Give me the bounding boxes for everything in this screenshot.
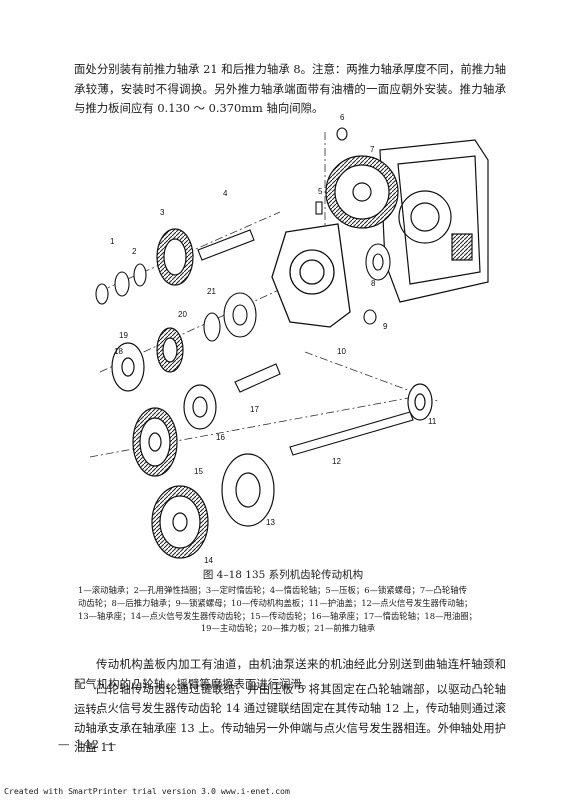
- part-label: 7: [370, 145, 375, 154]
- idler-shaft: [234, 363, 281, 393]
- paragraph-ignition-drive: 点火信号发生器传动齿轮 14 通过键联结固定在其传动轴 12 上，传动轴则通过滚…: [74, 701, 506, 754]
- part-label: 21: [207, 287, 216, 296]
- thrust-plate: [203, 312, 221, 342]
- paragraph-oil-passage: 传动机构盖板内加工有油道，由机油泵送来的机油经此分别送到曲轴连杆轴颈和配气机构的…: [74, 657, 506, 691]
- idler-gear-shaft: [197, 229, 255, 261]
- drive-gear: [156, 327, 184, 373]
- oil-slinger: [111, 342, 145, 392]
- oil-guard-cover: [407, 383, 433, 421]
- part-label: 15: [194, 467, 203, 476]
- bearing-seat-16: [183, 384, 217, 430]
- transmission-gear: [132, 407, 178, 477]
- part-label: 11: [428, 417, 437, 426]
- footer-watermark: Created with SmartPrinter trial version …: [4, 786, 290, 796]
- part-label: 4: [223, 189, 228, 198]
- ignition-signal-shaft: [289, 411, 414, 456]
- transmission-cover-plate: [271, 223, 351, 328]
- part-labels: 1 2 3 4 5 6 7 8 9 10 11 12 13 14 15 16 1…: [110, 113, 437, 565]
- part-label: 8: [371, 279, 376, 288]
- part-label: 1: [110, 237, 115, 246]
- part-label: 14: [204, 556, 213, 564]
- part-label: 2: [132, 247, 137, 256]
- part-label: 9: [383, 322, 388, 331]
- pressure-plate: [315, 201, 323, 215]
- legend-line: 13—轴承座；14—点火信号发生器传动齿轮；15—传动齿轮；16—轴承座；17—…: [78, 610, 477, 621]
- part-label: 16: [216, 433, 225, 442]
- gear-transmission-figure: 1 2 3 4 5 6 7 8 9 10 11 12 13 14 15 16 1…: [80, 112, 500, 565]
- exploded-view-drawing: 1 2 3 4 5 6 7 8 9 10 11 12 13 14 15 16 1…: [89, 113, 489, 565]
- bearing-seat: [221, 453, 275, 527]
- lock-nut-9: [363, 309, 377, 325]
- part-label: 12: [332, 457, 341, 466]
- timing-idler-gear: [156, 228, 194, 286]
- paragraph-intro: 面处分别装有前推力轴承 21 和后推力轴承 8。注意：两推力轴承厚度不同，前推力…: [74, 62, 506, 115]
- lock-nut-6: [336, 127, 348, 141]
- part-label: 19: [119, 331, 128, 340]
- figure-legend: 1—滚动轴承；2—孔用弹性挡圈；3—定时惰齿轮；4—惰齿轮轴；5—压板；6—锁紧…: [78, 584, 498, 635]
- part-label: 10: [337, 347, 346, 356]
- part-label: 18: [114, 347, 123, 356]
- engine-housing: [379, 139, 489, 303]
- part-label: 5: [318, 187, 323, 196]
- part-label: 6: [340, 113, 345, 122]
- part-label: 17: [250, 405, 259, 414]
- legend-line: 19—主动齿轮；20—推力板；21—前推力轴承: [200, 623, 376, 634]
- ignition-signal-drive-gear: [151, 485, 209, 559]
- part-label: 20: [178, 310, 187, 319]
- legend-line: 1—滚动轴承；2—孔用弹性挡圈；3—定时惰齿轮；4—惰齿轮轴；5—压板；6—锁紧…: [78, 585, 468, 595]
- camshaft-drive-gear: [325, 155, 399, 229]
- paragraph-camshaft-gear: 凸轮轴传动齿轮通过键联结，并由压板 5 将其固定在凸轮轴端部，以驱动凸轮轴运转。: [74, 682, 506, 716]
- figure-caption: 图 4–18 135 系列机齿轮传动机构: [202, 569, 364, 581]
- part-label: 3: [160, 208, 165, 217]
- page-number: — 142 —: [58, 737, 118, 751]
- rolling-bearing: [95, 283, 109, 305]
- part-label: 13: [266, 518, 275, 527]
- legend-line: 动齿轮；8—后推力轴承；9—锁紧螺母；10—传动机构盖板；11—护油盖；12—点…: [78, 597, 473, 608]
